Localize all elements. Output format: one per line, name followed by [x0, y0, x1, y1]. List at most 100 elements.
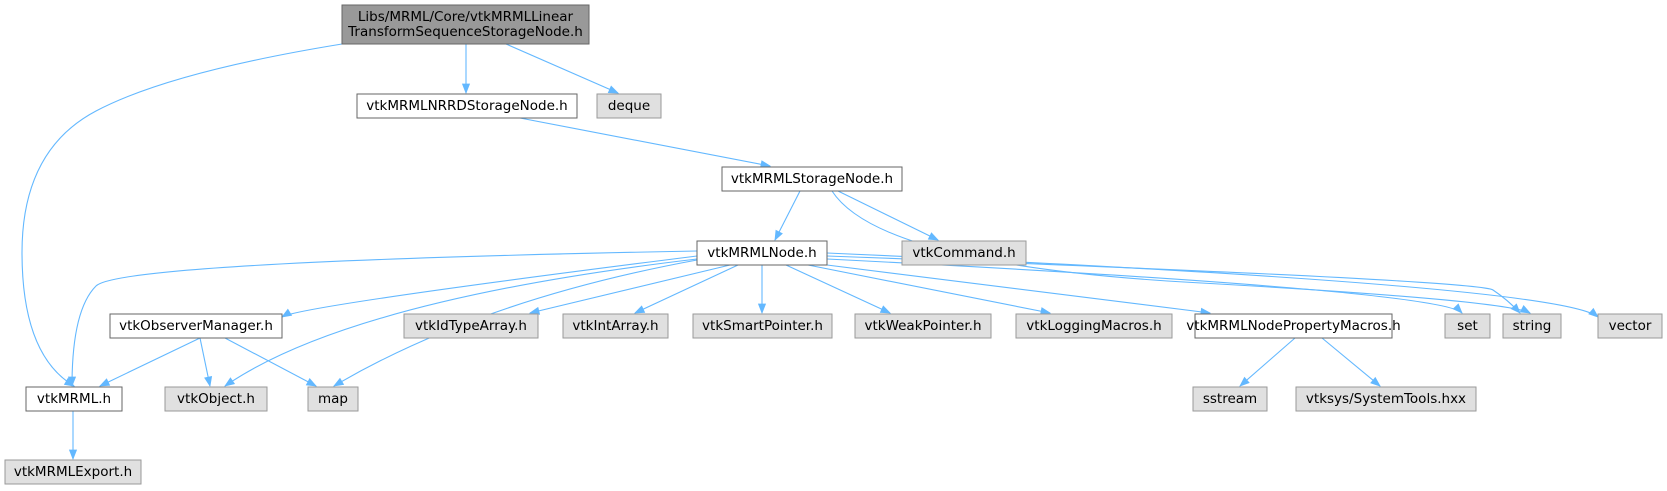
edge-observer-to-mrml [99, 337, 201, 387]
node-box [1194, 313, 1393, 339]
node-box [341, 4, 590, 45]
node-sstream: sstream [1192, 386, 1268, 412]
node-propmacros[interactable]: vtkMRMLNodePropertyMacros.h [1186, 313, 1401, 339]
arrowhead [281, 308, 293, 318]
node-box [562, 313, 669, 339]
node-label: Libs/MRML/Core/vtkMRMLLinear [358, 9, 574, 25]
edge-line [281, 255, 698, 318]
edge-line [519, 117, 771, 167]
node-export: vtkMRMLExport.h [4, 459, 142, 485]
node-box [1015, 313, 1173, 339]
node-weakptr: vtkWeakPointer.h [854, 313, 992, 339]
edge-line [71, 250, 698, 387]
node-map: map [307, 386, 359, 412]
edge-line [224, 258, 698, 387]
node-box [1502, 313, 1562, 339]
edge-line [837, 190, 939, 241]
node-box [403, 313, 539, 339]
node-deque: deque [596, 93, 662, 119]
node-box [4, 459, 142, 485]
edge-node-to-mrml [67, 250, 698, 388]
node-nrrd[interactable]: vtkMRMLNRRDStorageNode.h [356, 93, 578, 119]
edge-node-to-smartptr [757, 265, 767, 315]
node-box [901, 240, 1027, 266]
edge-line [529, 264, 731, 314]
node-smartptr: vtkSmartPointer.h [692, 313, 833, 339]
arrowhead [204, 375, 213, 388]
node-label: set [1457, 318, 1478, 334]
arrowhead [305, 378, 317, 387]
node-label: vtkCommand.h [912, 245, 1015, 261]
node-box [721, 166, 903, 192]
edge-line [224, 337, 317, 387]
node-observer[interactable]: vtkObserverManager.h [109, 313, 283, 339]
node-box [696, 240, 828, 266]
node-label: vtkLoggingMacros.h [1026, 318, 1161, 334]
node-box [854, 313, 992, 339]
node-box [1597, 313, 1663, 339]
arrowhead [1239, 376, 1250, 387]
nodes-layer: Libs/MRML/Core/vtkMRMLLinearTransformSeq… [4, 4, 1663, 485]
node-node[interactable]: vtkMRMLNode.h [696, 240, 828, 266]
node-label: deque [608, 98, 650, 114]
edge-node-to-set [826, 258, 1463, 314]
edges-layer [21, 43, 1599, 461]
node-label: vtkWeakPointer.h [864, 318, 981, 334]
edge-line [333, 259, 698, 387]
edge-node-to-map [333, 259, 698, 387]
edge-root-to-nrrd [461, 44, 471, 95]
arrowhead [927, 232, 939, 241]
arrowhead [461, 83, 471, 95]
node-label: vtkMRMLExport.h [14, 464, 132, 480]
arrowhead [1588, 307, 1599, 318]
arrowhead [879, 305, 892, 314]
edge-observer-to-map [224, 337, 317, 387]
edge-line [634, 264, 739, 314]
node-label: vtkSmartPointer.h [702, 318, 823, 334]
edge-line [1239, 337, 1296, 387]
edge-line [99, 337, 201, 387]
node-set: set [1444, 313, 1491, 339]
arrowhead [68, 449, 78, 461]
node-intarr: vtkIntArray.h [562, 313, 669, 339]
edge-propmacros-to-systools [1321, 337, 1381, 387]
node-label: vtkMRMLStorageNode.h [731, 171, 893, 187]
arrowhead [224, 377, 236, 387]
node-label: vtkIdTypeArray.h [415, 318, 527, 334]
node-label: vector [1609, 318, 1652, 334]
node-label: string [1513, 318, 1552, 334]
node-string: string [1502, 313, 1562, 339]
edge-mrml-to-export [68, 411, 78, 461]
edge-storage-to-string [831, 190, 1531, 314]
node-storage[interactable]: vtkMRMLStorageNode.h [721, 166, 903, 192]
node-mrml[interactable]: vtkMRML.h [25, 386, 123, 412]
node-object: vtkObject.h [164, 386, 268, 412]
node-box [596, 93, 662, 119]
node-logging: vtkLoggingMacros.h [1015, 313, 1173, 339]
edge-line [785, 264, 891, 314]
edge-line [831, 190, 1531, 314]
edge-root-to-deque [505, 43, 620, 94]
edge-line [826, 264, 1211, 314]
node-box [307, 386, 359, 412]
node-vector: vector [1597, 313, 1663, 339]
arrowhead [333, 377, 345, 387]
arrowhead [528, 306, 541, 315]
node-label: vtkMRMLNodePropertyMacros.h [1186, 318, 1400, 334]
node-box [1444, 313, 1491, 339]
edge-line [1321, 337, 1381, 387]
edge-propmacros-to-sstream [1239, 337, 1296, 387]
arrowhead [607, 85, 620, 94]
node-label: vtkObject.h [177, 391, 255, 407]
node-box [109, 313, 283, 339]
node-label: vtkMRML.h [37, 391, 111, 407]
arrowhead [1510, 303, 1521, 314]
node-command: vtkCommand.h [901, 240, 1027, 266]
node-box [164, 386, 268, 412]
node-box [692, 313, 833, 339]
node-label: vtksys/SystemTools.hxx [1306, 391, 1466, 407]
edge-node-to-object [224, 258, 698, 387]
edge-nrrd-to-storage [519, 117, 772, 169]
arrowhead [774, 229, 783, 241]
